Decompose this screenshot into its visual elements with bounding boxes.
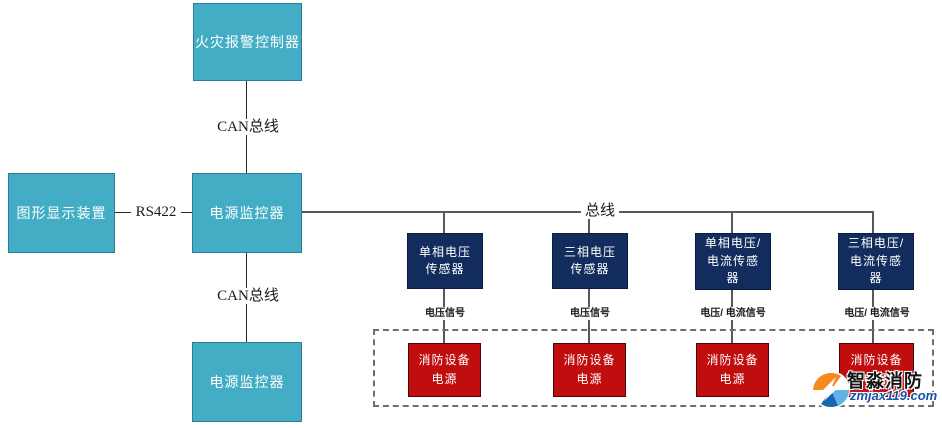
node-power-supply-1: 消防设备 电源 [408,343,481,397]
node-power-supply-4: 消防设备 电源 [839,343,914,397]
node-sensor-single-phase-voltage-current: 单相电压/ 电流传感 器 [695,233,771,290]
node-graphic-display: 图形显示装置 [8,173,115,253]
label-signal-2: 电压信号 [570,307,610,320]
label-signal-4: 电压/ 电流信号 [844,307,910,320]
label-can-bus-top: CAN总线 [214,119,282,135]
label-signal-1: 电压信号 [425,307,465,320]
node-fire-alarm-controller: 火灾报警控制器 [193,3,302,81]
label-can-bus-bottom: CAN总线 [214,288,282,304]
node-power-supply-3: 消防设备 电源 [696,343,769,397]
node-sensor-three-phase-voltage-current: 三相电压/ 电流传感 器 [838,233,914,290]
power-supplies-group-outline [373,329,934,407]
node-sensor-three-phase-voltage: 三相电压 传感器 [552,233,628,289]
watermark-url-text: zmjax119.com [850,388,938,403]
bus-drop-3 [731,213,733,233]
label-rs422: RS422 [131,204,181,220]
label-signal-3: 电压/ 电流信号 [700,307,766,320]
node-sensor-single-phase-voltage: 单相电压 传感器 [407,233,483,289]
label-bus: 总线 [581,203,619,219]
node-power-monitor-bottom: 电源监控器 [192,342,302,422]
node-power-monitor-top: 电源监控器 [192,173,302,253]
watermark-brand-text: 智淼消防 [847,371,923,391]
bus-drop-2 [588,213,590,233]
bus-drop-4 [872,213,874,233]
watermark: 智淼消防 zmjax119.com [811,367,941,412]
bus-drop-1 [443,213,445,233]
node-power-supply-2: 消防设备 电源 [553,343,626,397]
zhimiao-logo-icon [812,371,850,409]
